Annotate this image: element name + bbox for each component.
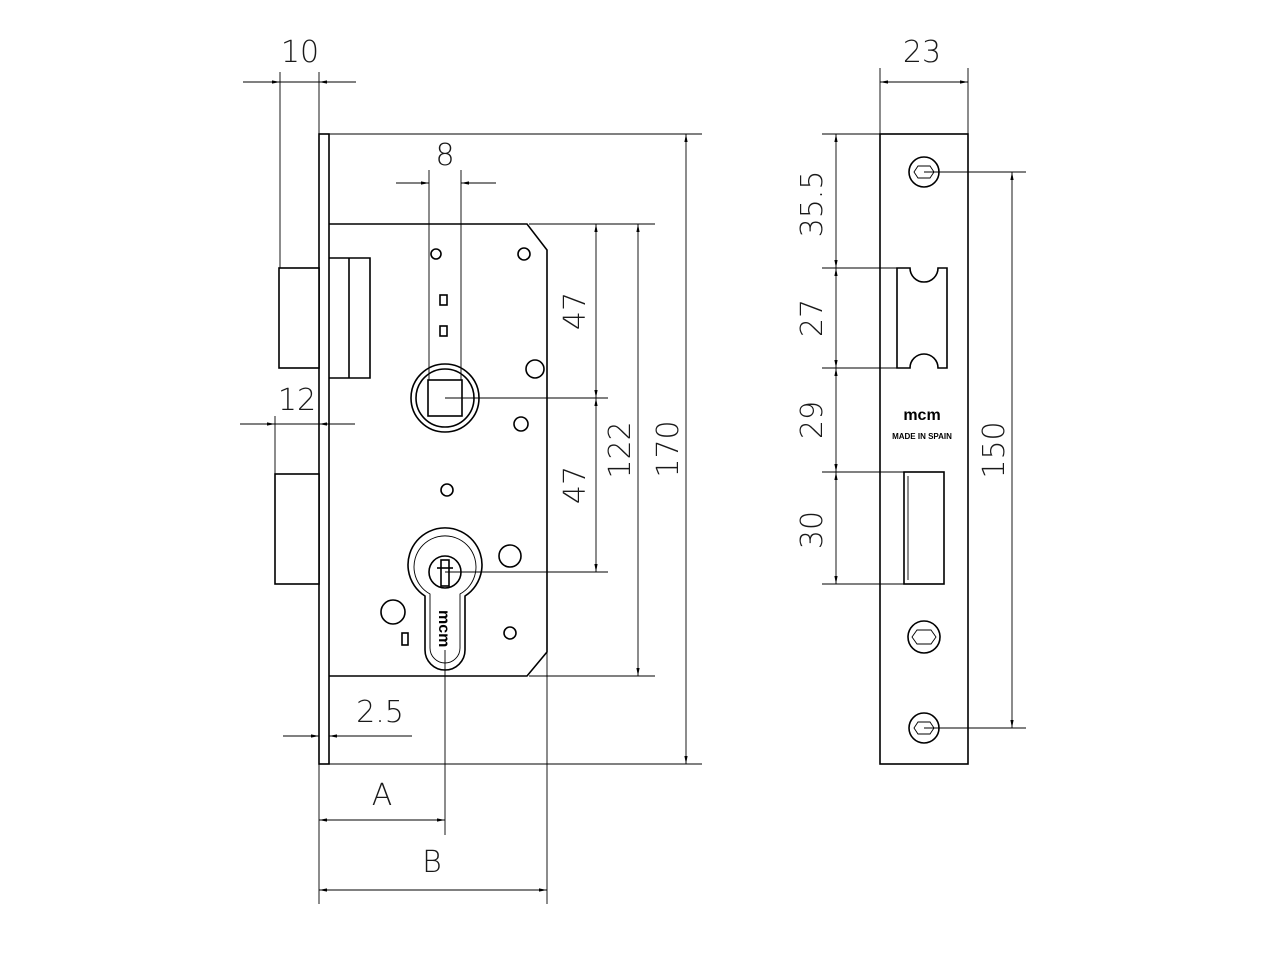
screw-hole — [525, 359, 545, 379]
brand-logo: mcm — [435, 610, 452, 647]
screw-hole-middle — [907, 620, 941, 654]
slot — [439, 325, 448, 337]
strike-brand-logo: mcm — [903, 407, 940, 424]
dim-bolt-offset: 12 — [278, 383, 316, 418]
screw-hole — [517, 247, 531, 261]
dim-backset-a: A — [372, 778, 393, 813]
latch-bolt — [278, 267, 320, 369]
dimension-lines — [240, 72, 702, 904]
bolt-opening — [903, 471, 945, 585]
dim-follower-width: 8 — [435, 138, 454, 173]
strike-dimension-lines — [822, 68, 1026, 729]
dim-body-height: 122 — [603, 421, 638, 478]
dim-strike-width: 23 — [903, 35, 941, 70]
mortise-lock-view: mcm — [240, 35, 702, 904]
dim-strike-screw-spacing: 150 — [977, 421, 1012, 478]
dim-depth-b: B — [422, 845, 442, 880]
pin-hole — [430, 248, 442, 260]
dim-strike-latch: 27 — [795, 299, 830, 337]
made-in-spain-label: MADE IN SPAIN — [892, 432, 952, 441]
faceplate — [318, 133, 330, 765]
screw-hole — [380, 599, 406, 625]
dim-faceplate-thickness: 10 — [281, 35, 319, 70]
strike-plate-view: mcm MADE IN SPAIN 23 35.5 27 29 — [795, 35, 1026, 765]
dead-bolt — [274, 473, 320, 585]
dim-faceplate-height: 170 — [651, 420, 686, 477]
pin-hole — [440, 483, 454, 497]
slot — [401, 632, 409, 646]
lock-case — [329, 223, 548, 677]
euro-cylinder: mcm — [407, 527, 483, 671]
latch-opening — [896, 267, 948, 369]
pin-hole — [503, 626, 517, 640]
slot — [439, 294, 448, 306]
dim-strike-bolt: 30 — [795, 511, 830, 549]
screw-hole — [498, 544, 522, 568]
dim-strike-top: 35.5 — [795, 171, 830, 238]
dim-strike-gap: 29 — [795, 401, 830, 439]
strike-plate — [879, 133, 969, 765]
screw-hole — [513, 416, 529, 432]
dim-plate-offset: 2.5 — [356, 695, 404, 730]
dim-lower-spacing: 47 — [558, 466, 593, 504]
dim-upper-spacing: 47 — [558, 292, 593, 330]
